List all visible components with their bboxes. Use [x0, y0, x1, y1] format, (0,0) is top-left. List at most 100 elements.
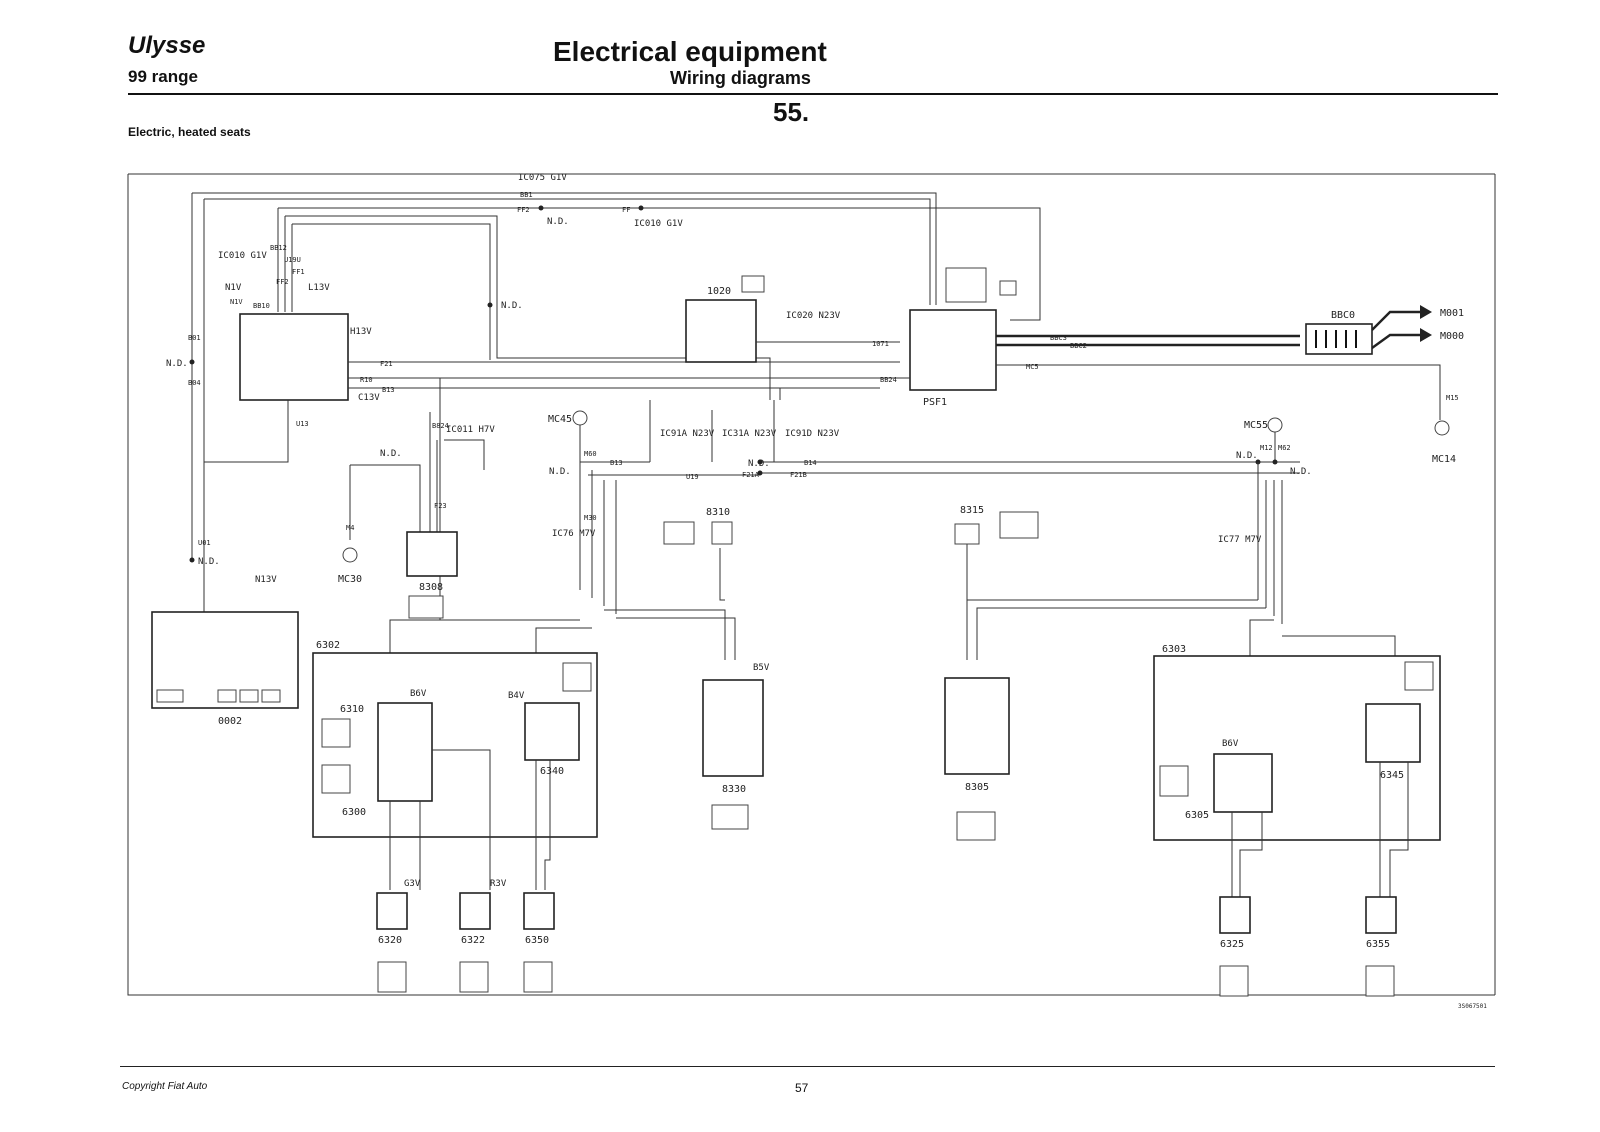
label-connector: IC075 G1V — [518, 173, 567, 183]
footer-page-number: 57 — [795, 1081, 809, 1095]
label-nd: N.D. — [501, 301, 523, 311]
label-wire: FF1 — [292, 268, 305, 276]
label-wire: F21 — [380, 360, 393, 368]
connector-view-icon — [459, 961, 489, 993]
label-wire: BB24 — [880, 376, 897, 384]
connector-view-icon — [711, 521, 733, 545]
label-wire: BB1 — [520, 191, 533, 199]
label-wire: N1V — [230, 298, 243, 306]
label-8305: 8305 — [965, 782, 989, 793]
label-m000: M000 — [1440, 331, 1464, 342]
label-nd: N.D. — [198, 557, 220, 567]
module-8330 — [702, 679, 764, 777]
ground-icon — [342, 547, 358, 563]
vehicle-range: 99 range — [128, 67, 198, 86]
splice-node — [638, 205, 644, 211]
subsection-title: Wiring diagrams — [670, 68, 811, 88]
label-connector: C13V — [358, 393, 380, 403]
wire-6355-b — [1389, 762, 1409, 905]
wire-6325-b — [1239, 812, 1263, 905]
wire-m23 — [350, 464, 421, 532]
label-connector: B4V — [508, 691, 525, 701]
connector-view-icon — [1365, 965, 1395, 997]
diagram-detail — [261, 689, 281, 703]
label-8308: 8308 — [419, 582, 443, 593]
connector-view-icon — [1404, 661, 1434, 691]
header-rule — [128, 93, 1498, 95]
label-connector: N13V — [255, 575, 277, 585]
diagram-frame — [127, 173, 1496, 996]
label-wire: M62 — [1278, 444, 1291, 452]
label-wire: B13 — [382, 386, 395, 394]
label-wire: F23 — [434, 502, 447, 510]
label-wire: BBC3 — [1050, 334, 1067, 342]
actuator-6350 — [523, 892, 555, 930]
label-psf1: PSF1 — [923, 397, 947, 408]
label-connector: B5V — [753, 663, 770, 673]
label-connector: B6V — [410, 689, 427, 699]
earth-terminal-icon — [1420, 328, 1432, 342]
label-m001: M001 — [1440, 308, 1464, 319]
motor-6340 — [524, 702, 580, 761]
label-wire: MC5 — [1026, 363, 1039, 371]
label-wire: M12 — [1260, 444, 1273, 452]
label-mc55: MC55 — [1244, 420, 1268, 431]
label-6325: 6325 — [1220, 939, 1244, 950]
label-6355: 6355 — [1366, 939, 1390, 950]
connector-view-icon — [999, 511, 1039, 539]
splice-node — [538, 205, 544, 211]
label-6322: 6322 — [461, 935, 485, 946]
module-h13v — [239, 313, 349, 401]
connector-view-icon — [945, 267, 987, 303]
label-connector: IC91D N23V — [785, 429, 840, 439]
splice-node — [1272, 459, 1278, 465]
label-connector: B6V — [1222, 739, 1239, 749]
label-wire: U19U — [284, 256, 301, 264]
wire-bus-2 — [204, 198, 931, 305]
diagram-detail — [217, 689, 237, 703]
label-mc30: MC30 — [338, 574, 362, 585]
diagram-number: 55. — [773, 97, 810, 127]
wire-b10 — [660, 387, 781, 400]
wire-seat-l1 — [389, 619, 580, 655]
actuator-6325 — [1219, 896, 1251, 934]
label-wire: F21B — [790, 471, 807, 479]
label-nd: N.D. — [1290, 467, 1312, 477]
copyright-text: Copyright Fiat Auto — [122, 1081, 208, 1092]
drawing-reference: 3S067501 — [1458, 1003, 1487, 1010]
diagram-detail — [156, 689, 184, 703]
label-wire: FF2 — [276, 278, 289, 286]
fusebox-psf1 — [909, 309, 997, 391]
connector-view-icon — [321, 764, 351, 794]
label-wire: BB10 — [253, 302, 270, 310]
wire-seat-l3 — [604, 609, 726, 660]
label-nd: N.D. — [1236, 451, 1258, 461]
wire-bus-1 — [192, 192, 937, 305]
footer-rule — [120, 1066, 1495, 1067]
label-8310: 8310 — [706, 507, 730, 518]
label-wire: 1071 — [872, 340, 889, 348]
wire-8310 — [719, 548, 725, 601]
label-wire: M15 — [1446, 394, 1459, 402]
wire-seat-r1 — [966, 599, 1258, 660]
wire-bus-5 — [292, 223, 491, 360]
connector-view-icon — [1159, 765, 1189, 797]
diagram-detail — [239, 689, 259, 703]
label-6345: 6345 — [1380, 770, 1404, 781]
actuator-6355 — [1365, 896, 1397, 934]
label-nd: N.D. — [748, 459, 770, 469]
label-connector: R3V — [490, 879, 507, 889]
wire-seat-l4 — [616, 617, 736, 660]
label-6305: 6305 — [1185, 810, 1209, 821]
connector-view-icon — [377, 961, 407, 993]
relay-icon — [999, 280, 1017, 296]
wire-bus-4 — [285, 215, 771, 400]
module-8305 — [944, 677, 1010, 775]
actuator-6322 — [459, 892, 491, 930]
wire-6350-b — [544, 760, 551, 890]
label-mc14: MC14 — [1432, 454, 1456, 465]
label-6320: 6320 — [378, 935, 402, 946]
section-title: Electrical equipment — [553, 36, 827, 67]
label-wire: M60 — [584, 450, 597, 458]
